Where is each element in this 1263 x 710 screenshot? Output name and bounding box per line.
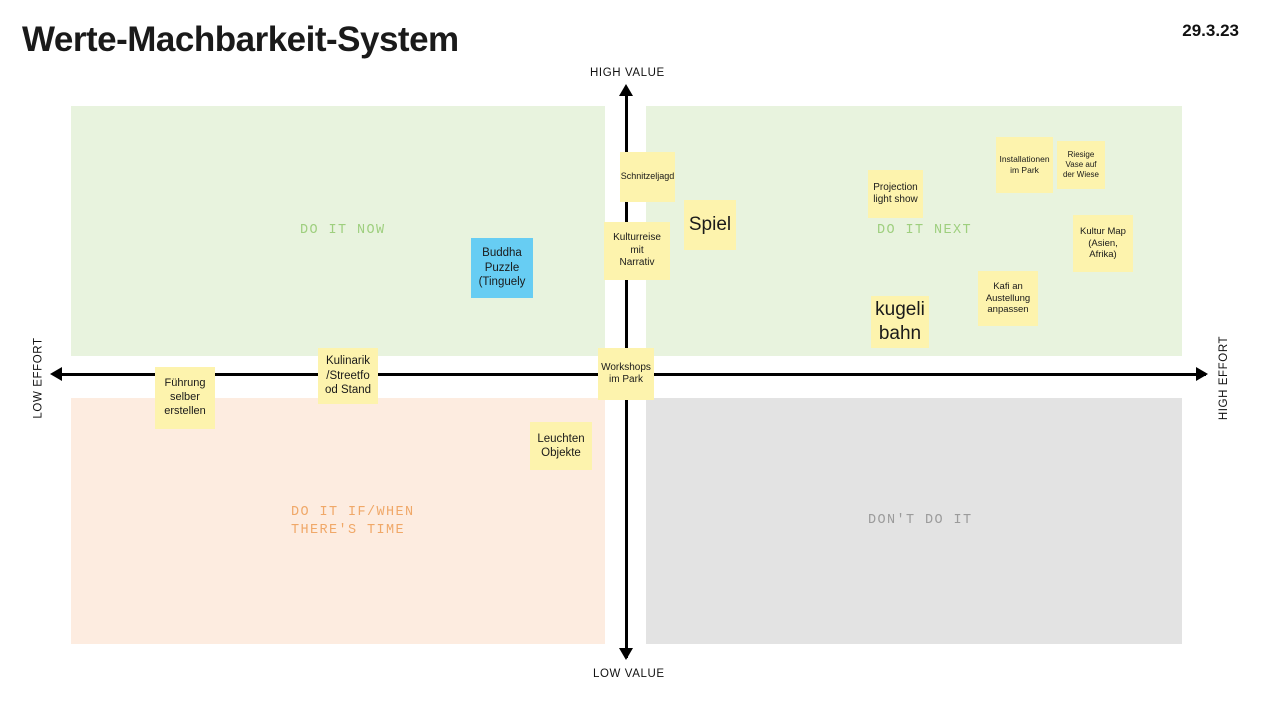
quadrant-dont-do-it bbox=[646, 398, 1182, 644]
sticky-note[interactable]: Führung selber erstellen bbox=[155, 367, 215, 429]
axis-label-high-value: HIGH VALUE bbox=[590, 67, 665, 79]
sticky-note[interactable]: Riesige Vase auf der Wiese bbox=[1057, 141, 1105, 189]
sticky-note[interactable]: Schnitzeljagd bbox=[620, 152, 675, 202]
quadrant-label-if-when-time: DO IT IF/WHEN THERE'S TIME bbox=[291, 505, 415, 539]
date-label: 29.3.23 bbox=[1182, 21, 1239, 40]
sticky-note[interactable]: Projection light show bbox=[868, 170, 923, 218]
sticky-note[interactable]: Installationen im Park bbox=[996, 137, 1053, 193]
quadrant-label-dont-do-it: DON'T DO IT bbox=[868, 513, 973, 528]
sticky-note[interactable]: Kafi an Austellung anpassen bbox=[978, 271, 1038, 326]
quadrant-label-do-it-now: DO IT NOW bbox=[300, 223, 386, 238]
sticky-note[interactable]: Kulinarik /Streetfo od Stand bbox=[318, 348, 378, 404]
sticky-note[interactable]: kugeli bahn bbox=[871, 296, 929, 348]
sticky-note[interactable]: Kulturreise mit Narrativ bbox=[604, 222, 670, 280]
quadrant-do-it-now bbox=[71, 106, 605, 356]
sticky-note[interactable]: Kultur Map (Asien, Afrika) bbox=[1073, 215, 1133, 272]
arrow-right-icon bbox=[1196, 367, 1208, 381]
sticky-note[interactable]: Spiel bbox=[684, 200, 736, 250]
quadrant-if-when-time bbox=[71, 398, 605, 644]
sticky-note[interactable]: Leuchten Objekte bbox=[530, 422, 592, 470]
arrow-left-icon bbox=[50, 367, 62, 381]
axis-label-low-value: LOW VALUE bbox=[593, 668, 665, 680]
axis-label-low-effort: LOW EFFORT bbox=[32, 337, 45, 419]
sticky-note[interactable]: Workshops im Park bbox=[598, 348, 654, 400]
arrow-down-icon bbox=[619, 648, 633, 660]
quadrant-label-do-it-next: DO IT NEXT bbox=[877, 223, 973, 238]
sticky-note[interactable]: Buddha Puzzle (Tinguely bbox=[471, 238, 533, 298]
axis-label-high-effort: HIGH EFFORT bbox=[1218, 335, 1231, 421]
page-title: Werte-Machbarkeit-System bbox=[22, 20, 459, 59]
arrow-up-icon bbox=[619, 84, 633, 96]
